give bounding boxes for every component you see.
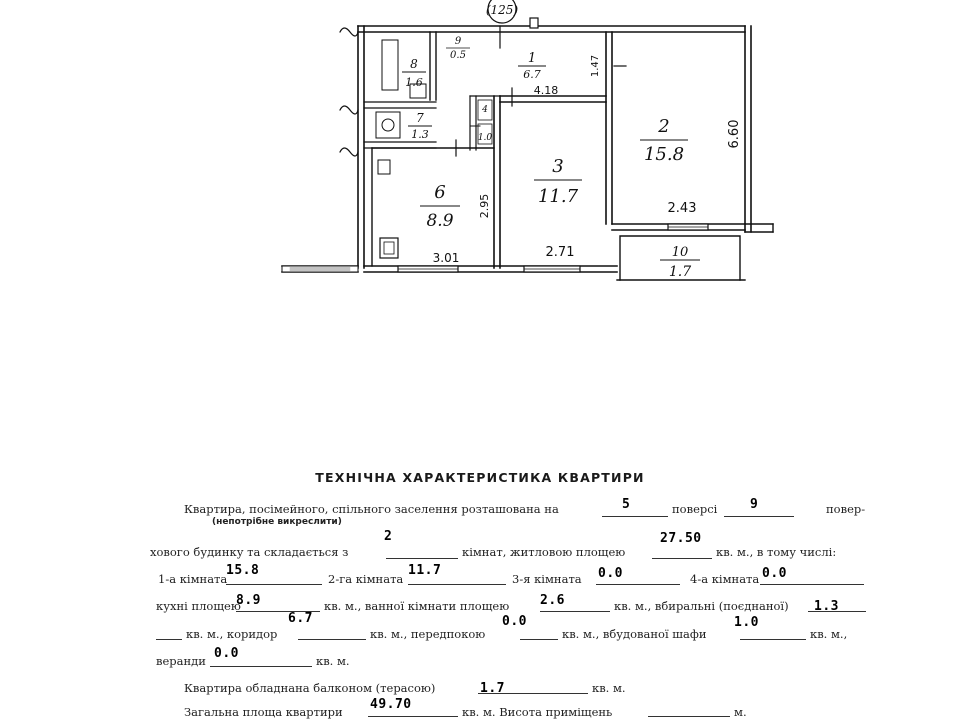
stair-mark-label: (125) [486,3,519,17]
room-2-number: 2 [657,116,669,137]
line1-prefix: Квартира, посімейного, спільного заселен… [184,502,559,516]
corridor-label: кв. м., коридор [186,627,278,641]
bath-value: 2.6 [540,593,565,608]
floor-label: поверсі [672,502,718,516]
room4-value: 0.0 [762,566,787,581]
room-7-number: 7 [416,111,424,125]
balcony-label: Квартира обладнана балконом (терасою) [184,681,436,695]
room-6-number: 6 [434,182,445,203]
bath-label: кв. м., ванної кімнати площею [324,599,510,613]
room-9-area: 0.5 [450,50,466,61]
storeys-value: 9 [750,497,759,512]
room-9-number: 9 [455,36,462,47]
closet-value: 1.0 [734,615,759,630]
room3-label: 3-я кімната [512,572,582,586]
room4-label: 4-а кімната [690,572,760,586]
room-3-number: 3 [552,156,563,177]
living-area-value: 27.50 [660,531,702,546]
veranda-label: веранди [156,654,206,668]
balcony-value: 1.7 [480,681,505,696]
room3-value: 0.0 [598,566,623,581]
line1-suffix: повер- [826,502,866,516]
room-2-area: 15.8 [644,144,684,165]
toilet-value: 1.3 [814,599,839,614]
total-area-value: 49.70 [370,697,412,712]
total-area-label: Загальна площа квартири [184,705,343,719]
hall-value: 0.0 [502,614,527,629]
room-7-area: 1.3 [411,128,429,141]
dim-room2-depth: 6.60 [727,120,742,149]
room1-label: 1-а кімната [158,572,228,586]
room-8-number: 8 [410,57,418,71]
room2-label: 2-га кімната [328,572,404,586]
line5-suffix: кв. м., [810,627,848,641]
room-4-number: 4 [481,105,488,115]
floor-plan: (125) 1 6.7 2 15.8 3 11.7 6 8.9 7 1.3 8 … [281,0,774,281]
kitchen-label: кухні площею [156,599,241,613]
corridor-value: 6.7 [288,611,313,626]
room-6-area: 8.9 [426,211,453,231]
dim-corridor-width: 4.18 [534,84,559,97]
room1-value: 15.8 [226,563,260,578]
rooms-count-value: 2 [384,529,393,544]
balcony-suffix: кв. м. [592,681,626,695]
dim-wall-mark: 1.47 [590,55,601,77]
kitchen-value: 8.9 [236,593,261,608]
dim-room2-width: 2.43 [668,201,697,216]
line2-prefix: хового будинку та складається з [150,545,349,559]
room-3-area: 11.7 [538,186,579,207]
room-1-number: 1 [528,51,536,66]
dim-room3-width: 2.71 [546,245,575,260]
room-8-area: 1.6 [405,76,423,89]
dim-kitchen-width: 3.01 [433,251,460,265]
room-4-area: 1.0 [478,133,493,143]
height-suffix: м. [734,705,747,719]
strike-note: (непотрібне викреслити) [212,517,342,527]
hall-label: кв. м., передпокою [370,627,486,641]
veranda-value: 0.0 [214,646,239,661]
line2-mid: кімнат, житловою площею [462,545,626,559]
document-title: ТЕХНІЧНА ХАРАКТЕРИСТИКА КВАРТИРИ [315,470,645,485]
room-10-area: 1.7 [669,264,691,280]
room-1-area: 6.7 [523,68,541,81]
closet-label: кв. м., вбудованої шафи [562,627,707,641]
toilet-label: кв. м., вбиральні (поєднаної) [614,599,789,613]
height-label: кв. м. Висота приміщень [462,705,613,719]
room-10-number: 10 [672,245,689,260]
line2-suffix: кв. м., в тому числі: [716,545,837,559]
veranda-suffix: кв. м. [316,654,350,668]
dim-kitchen-depth: 2.95 [478,194,491,219]
floor-value: 5 [622,497,631,512]
room2-value: 11.7 [408,563,442,578]
